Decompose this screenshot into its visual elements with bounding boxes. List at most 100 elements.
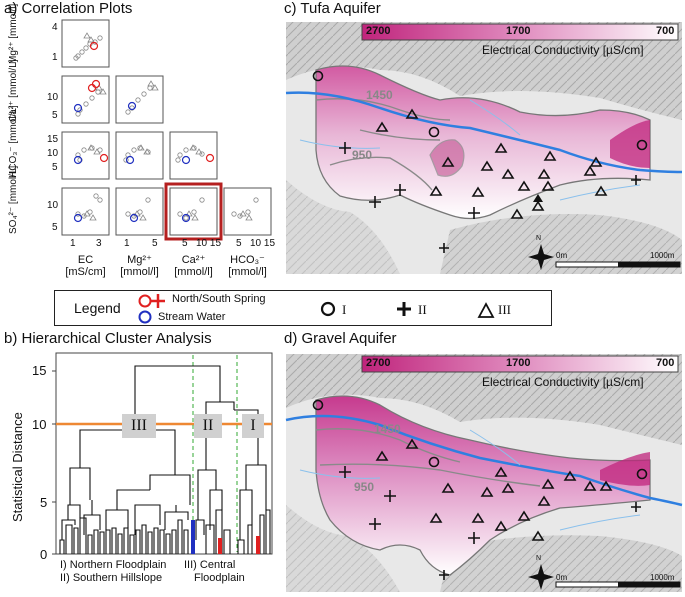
d-cb-1700: 1700	[506, 357, 531, 369]
c-scale-1000: 1000m	[650, 251, 675, 260]
d-scale-0: 0m	[556, 573, 568, 582]
map-c-colorbar	[361, 23, 679, 41]
c-contour-1450: 1450	[366, 88, 393, 102]
d-cb-700: 700	[656, 357, 675, 369]
spring-leaf-mark-2	[256, 536, 260, 554]
map-d-colorbar	[361, 355, 679, 373]
panel-d-title: d) Gravel Aquifer	[284, 330, 397, 347]
scatter-ec-mg	[61, 19, 110, 68]
col-label-ca: Ca²⁺ [mmol/l]	[170, 254, 217, 278]
col-label-ca-name: Ca²⁺	[181, 254, 206, 266]
d-cb-label: Electrical Conductivity [µS/cm]	[482, 375, 644, 389]
col-label-mg-unit: [mmol/l]	[120, 266, 159, 278]
legend-box	[54, 290, 552, 326]
col-label-mg-name: Mg²⁺	[127, 254, 152, 266]
col-label-mg: Mg²⁺ [mmol/l]	[116, 254, 163, 278]
scatter-ca-so4	[169, 187, 218, 236]
north-arrow-d-icon	[528, 564, 554, 590]
b-ytick-10: 10	[32, 417, 47, 432]
spring-plus-icon	[151, 294, 165, 308]
col-label-hco3: HCO₃⁻ [mmol/l]	[224, 254, 271, 278]
ytick-so4-5: 5	[52, 222, 58, 233]
scatter-mg-hco3	[115, 131, 164, 180]
col-label-ca-unit: [mmol/l]	[174, 266, 213, 278]
xtick-mg-1: 1	[124, 238, 130, 249]
cluster-label-ii: II	[202, 417, 214, 434]
ytick-ca-10: 10	[47, 92, 59, 103]
d-cb-2700: 2700	[366, 357, 391, 369]
xtick-hco3-5: 5	[236, 238, 242, 249]
col-label-ec-name: EC	[77, 254, 94, 266]
map-c-river	[285, 91, 683, 174]
stream-leaf-mark	[191, 520, 195, 554]
c-cb-2700: 2700	[366, 25, 391, 37]
d-scale-1000: 1000m	[650, 573, 675, 582]
c-north-label: N	[536, 235, 542, 242]
scatter-mg-so4	[115, 187, 164, 236]
col-label-hco3-unit: [mmol/l]	[228, 266, 267, 278]
c-cb-1700: 1700	[506, 25, 531, 37]
ytick-hco3-10: 10	[47, 148, 59, 159]
col-label-ec-unit: [mS/cm]	[65, 266, 106, 278]
note-northern-floodplain: I) Northern Floodplain	[60, 559, 167, 571]
scatter-ec-so4	[61, 187, 110, 236]
xtick-ec-3: 3	[96, 238, 102, 249]
ytick-ca-5: 5	[52, 110, 58, 121]
panel-a-title: a) Correlation Plots	[4, 0, 133, 17]
map-d-ec-surface	[315, 395, 651, 576]
north-arrow-c-icon	[528, 244, 554, 270]
cluster-label-i: I	[250, 417, 256, 434]
legend-spring-label: North/South Spring	[172, 293, 266, 305]
b-ytick-5: 5	[40, 495, 48, 510]
cluster-ii-box	[194, 414, 222, 438]
c-cb-label: Electrical Conductivity [µS/cm]	[482, 43, 644, 57]
b-ytick-0: 0	[40, 547, 48, 562]
legend-stream-label: Stream Water	[158, 311, 226, 323]
map-d-river	[285, 414, 683, 507]
note-southern-hillslope: II) Southern Hillslope	[60, 572, 163, 584]
d-north-label: N	[536, 555, 542, 562]
d-contour-1450: 1450	[374, 422, 401, 436]
xtick-mg-5: 5	[152, 238, 158, 249]
ytick-hco3-15: 15	[47, 134, 59, 145]
spring-leaf-mark-1	[218, 538, 222, 554]
group-ii-plus-icon	[397, 302, 411, 316]
xtick-ca-10-15: 10 15	[196, 238, 222, 249]
scatter-ec-ca	[61, 75, 110, 124]
cluster-iii-box	[122, 414, 156, 438]
scatter-ca-hco3	[169, 131, 218, 180]
note-floodplain: Floodplain	[194, 572, 245, 584]
note-central: III) Central	[184, 559, 236, 571]
c-contour-950: 950	[352, 148, 373, 162]
cluster-i-box	[242, 414, 264, 438]
ytick-mg-bottom: 1	[52, 52, 58, 63]
legend-title: Legend	[74, 300, 121, 316]
ytick-so4-10: 10	[47, 200, 59, 211]
legend-group-i: I	[342, 302, 347, 317]
xtick-ca-5: 5	[182, 238, 188, 249]
xtick-ec-1: 1	[70, 238, 76, 249]
scatter-ec-hco3	[61, 131, 110, 180]
highlight-ca-so4	[164, 182, 223, 241]
col-label-hco3-name: HCO₃⁻	[230, 254, 265, 266]
legend-group-iii: III	[498, 302, 511, 317]
spring-circle-icon	[138, 294, 152, 308]
legend-group-ii: II	[418, 302, 427, 317]
d-contour-950: 950	[354, 480, 375, 494]
stream-circle-icon	[138, 310, 152, 324]
xtick-hco3-10-15: 10 15	[250, 238, 276, 249]
scatter-mg-ca	[115, 75, 164, 124]
scatter-hco3-so4	[223, 187, 272, 236]
ytick-hco3-5: 5	[52, 162, 58, 173]
cluster-label-iii: III	[131, 417, 147, 434]
c-cb-700: 700	[656, 25, 675, 37]
group-i-circle-icon	[320, 301, 336, 317]
panel-b-title: b) Hierarchical Cluster Analysis	[4, 330, 212, 347]
ytick-mg-top: 4	[52, 22, 58, 33]
panel-c-title: c) Tufa Aquifer	[284, 0, 381, 17]
